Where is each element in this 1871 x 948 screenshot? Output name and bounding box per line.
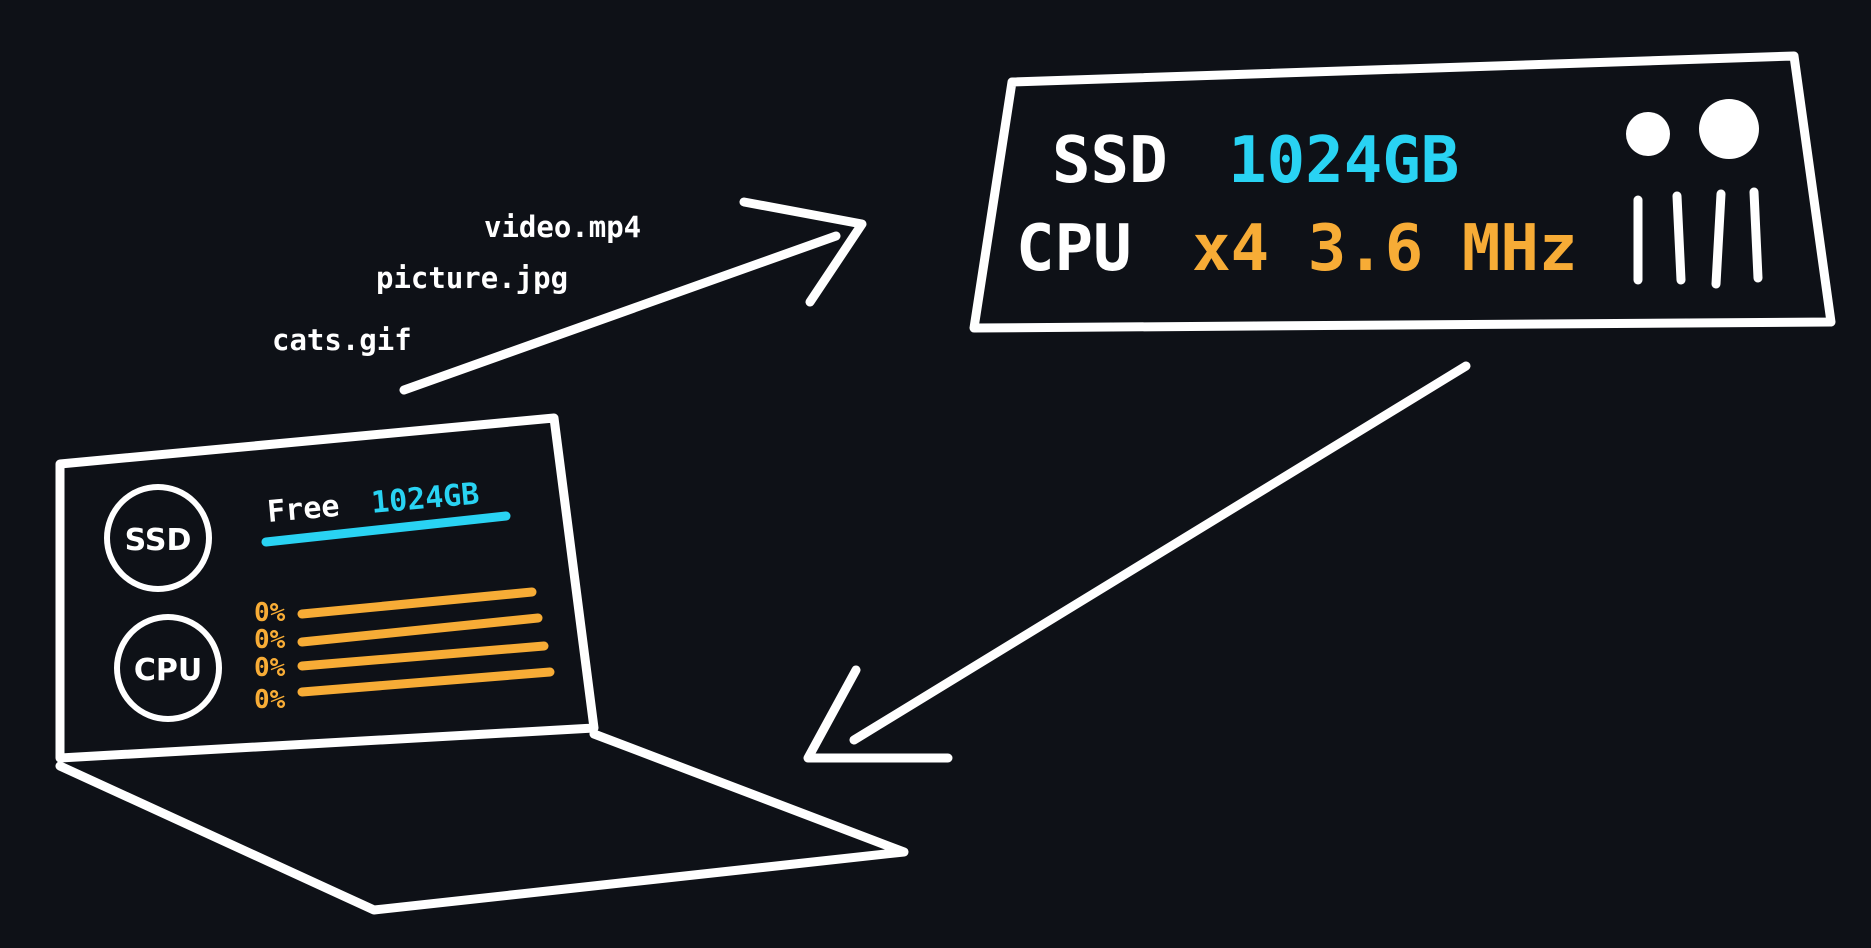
file-label-video: video.mp4 <box>484 210 641 244</box>
download-arrow <box>803 361 1471 763</box>
cpu-core-2-percent: 0% <box>254 625 286 655</box>
laptop-screen <box>55 413 599 763</box>
cpu-core-4-bar <box>297 667 555 697</box>
free-label: Free <box>266 489 341 530</box>
server-cpu-label: CPU <box>1016 212 1132 286</box>
free-storage-bar <box>261 511 511 547</box>
vent-lines-icon <box>1633 187 1763 289</box>
cpu-core-3-bar <box>297 641 549 671</box>
laptop: SSD CPU Free 1024GB 0% 0% 0% 0% <box>55 413 909 915</box>
cpu-badge-label: CPU <box>134 653 202 688</box>
file-label-cats: cats.gif <box>272 323 412 357</box>
server-ssd-line: SSD 1024GB <box>1052 124 1459 198</box>
server-outline <box>969 51 1836 333</box>
server: SSD 1024GB CPU x4 3.6 MHz <box>969 51 1836 333</box>
cpu-badge: CPU <box>114 614 222 722</box>
cpu-core-1-bar <box>297 587 537 619</box>
ssd-badge-label: SSD <box>125 523 192 558</box>
server-ssd-value: 1024GB <box>1228 124 1459 198</box>
server-cpu-line: CPU x4 3.6 MHz <box>1016 212 1577 286</box>
server-cpu-value: x4 3.6 MHz <box>1192 212 1577 286</box>
free-value: 1024GB <box>370 477 481 521</box>
indicator-dots-icon <box>1626 99 1759 159</box>
laptop-base <box>55 729 909 915</box>
cpu-core-3-percent: 0% <box>254 653 286 683</box>
cpu-core-2-bar <box>297 613 543 647</box>
cpu-core-4-percent: 0% <box>254 685 286 715</box>
upload-arrow <box>399 197 867 395</box>
ssd-badge: SSD <box>104 484 212 592</box>
file-label-picture: picture.jpg <box>376 261 568 295</box>
cpu-cores: 0% 0% 0% 0% <box>254 587 555 715</box>
cpu-core-1-percent: 0% <box>254 598 286 628</box>
server-ssd-label: SSD <box>1052 124 1168 198</box>
